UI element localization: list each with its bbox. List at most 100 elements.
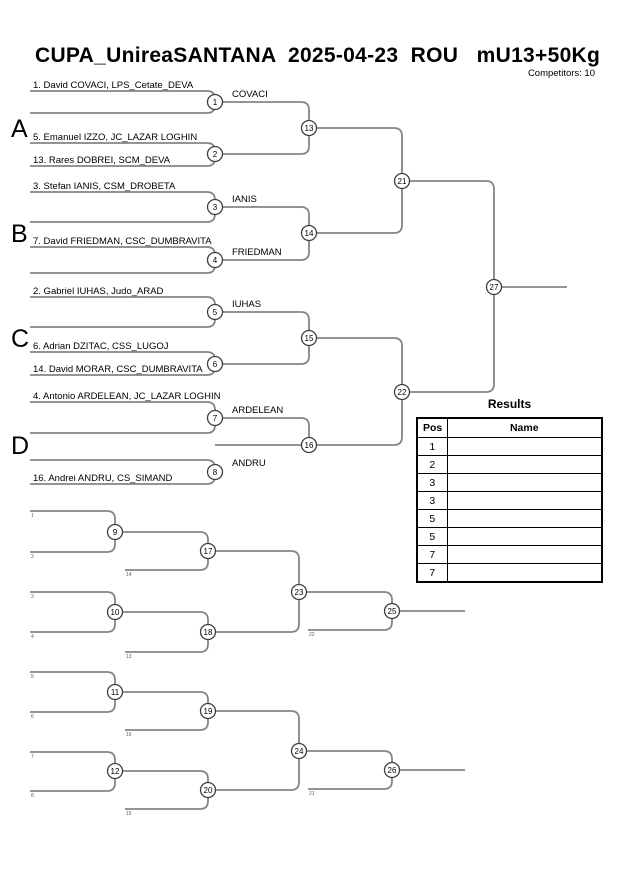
bracket-line xyxy=(30,671,116,713)
advancing-name: FRIEDMAN xyxy=(232,247,282,258)
bracket-line xyxy=(115,691,209,731)
competitor-entry: 1. David COVACI, LPS_Cetate_DEVA xyxy=(33,80,194,91)
competitor-entry: 14. David MORAR, CSC_DUMBRAVITA xyxy=(33,364,203,375)
match-number: 7 xyxy=(213,414,218,423)
slot-label: 15 xyxy=(126,811,132,817)
match-circle xyxy=(300,436,318,454)
slot-label: 5 xyxy=(31,674,34,680)
match-number: 4 xyxy=(213,256,218,265)
match-number: 2 xyxy=(213,150,218,159)
match-node-13: 13 xyxy=(300,119,318,137)
results-name-cell xyxy=(446,455,603,474)
bracket-line xyxy=(30,510,116,553)
repechage-bracket-lines xyxy=(30,510,465,810)
match-circle xyxy=(106,603,124,621)
results-name-cell xyxy=(446,545,603,564)
match-node-9: 9 xyxy=(106,523,124,541)
results-pos-cell: 1 xyxy=(416,437,448,456)
match-number: 26 xyxy=(388,766,397,775)
results-pos-header: Pos xyxy=(416,417,448,438)
competitor-entry: 2. Gabriel IUHAS, Judo_ARAD xyxy=(33,286,164,297)
results-pos-cell: 7 xyxy=(416,563,448,583)
match-number: 14 xyxy=(305,229,314,238)
match-number: 24 xyxy=(295,747,304,756)
match-circle xyxy=(485,278,503,296)
results-name-cell xyxy=(446,563,603,583)
results-name-cell xyxy=(446,473,603,492)
match-circle xyxy=(383,761,401,779)
results-pos-cell: 3 xyxy=(416,491,448,510)
competitor-entry: 5. Emanuel IZZO, JC_LAZAR LOGHIN xyxy=(33,132,197,143)
match-number: 9 xyxy=(113,528,118,537)
match-node-3: 3 xyxy=(206,198,224,216)
results-pos-cell: 5 xyxy=(416,509,448,528)
match-circle xyxy=(383,602,401,620)
match-circle xyxy=(300,329,318,347)
bracket-line xyxy=(309,337,403,446)
group-letter-a: A xyxy=(11,115,28,143)
match-number: 15 xyxy=(305,334,314,343)
competitor-entry: 7. David FRIEDMAN, CSC_DUMBRAVITA xyxy=(33,236,212,247)
slot-label: 4 xyxy=(31,634,34,640)
match-circle xyxy=(300,119,318,137)
results-name-cell xyxy=(446,491,603,510)
match-circle xyxy=(206,198,224,216)
match-number: 27 xyxy=(490,283,499,292)
bracket-line xyxy=(30,591,116,633)
competitor-entry: 4. Antonio ARDELEAN, JC_LAZAR LOGHIN xyxy=(33,391,221,402)
advancing-name: COVACI xyxy=(232,89,268,100)
advancing-name: IUHAS xyxy=(232,299,261,310)
bracket-line xyxy=(30,191,216,223)
match-node-14: 14 xyxy=(300,224,318,242)
bracket-line xyxy=(215,311,310,365)
slot-label: 21 xyxy=(309,791,315,797)
slot-label: 1 xyxy=(31,513,34,519)
slot-label: 13 xyxy=(126,654,132,660)
bracket-line xyxy=(309,127,403,234)
advancing-name: ARDELEAN xyxy=(232,405,283,416)
slot-label: 22 xyxy=(309,632,315,638)
match-node-10: 10 xyxy=(106,603,124,621)
results-row: 5 xyxy=(416,527,603,546)
bracket-line xyxy=(30,751,116,792)
match-node-19: 19 xyxy=(199,702,217,720)
match-circle xyxy=(206,409,224,427)
match-number: 13 xyxy=(305,124,314,133)
match-node-21: 21 xyxy=(393,172,411,190)
match-node-23: 23 xyxy=(290,583,308,601)
bracket-line xyxy=(215,417,310,446)
results-row: 7 xyxy=(416,563,603,583)
match-circle xyxy=(206,463,224,481)
match-number: 11 xyxy=(111,688,120,697)
match-nodes: 1 2 3 4 5 6 7 8 13 14 15 16 21 22 27 9 1… xyxy=(106,93,503,799)
slot-label: 6 xyxy=(31,714,34,720)
bracket-line xyxy=(215,101,310,155)
match-circle xyxy=(300,224,318,242)
results-row: 2 xyxy=(416,455,603,474)
match-number: 25 xyxy=(388,607,397,616)
match-node-15: 15 xyxy=(300,329,318,347)
bracket-line xyxy=(208,550,300,633)
match-circle xyxy=(106,523,124,541)
bracket-line xyxy=(30,90,216,114)
match-number: 22 xyxy=(398,388,407,397)
match-circle xyxy=(206,355,224,373)
results-pos-cell: 5 xyxy=(416,527,448,546)
match-node-25: 25 xyxy=(383,602,401,620)
match-number: 18 xyxy=(204,628,213,637)
match-node-11: 11 xyxy=(106,683,124,701)
match-number: 21 xyxy=(398,177,407,186)
bracket-line xyxy=(299,591,393,631)
bracket-line xyxy=(299,750,393,790)
slot-label: 14 xyxy=(126,572,132,578)
slot-label: 2 xyxy=(31,554,34,560)
results-row: 3 xyxy=(416,491,603,510)
match-node-6: 6 xyxy=(206,355,224,373)
results-panel: Results Pos Name 1 2 3 3 5 5 7 7 xyxy=(416,397,603,583)
results-row: 7 xyxy=(416,545,603,564)
match-number: 3 xyxy=(213,203,218,212)
competitors-count: Competitors: 10 xyxy=(527,68,595,79)
match-number: 12 xyxy=(111,767,120,776)
results-name-cell xyxy=(446,527,603,546)
